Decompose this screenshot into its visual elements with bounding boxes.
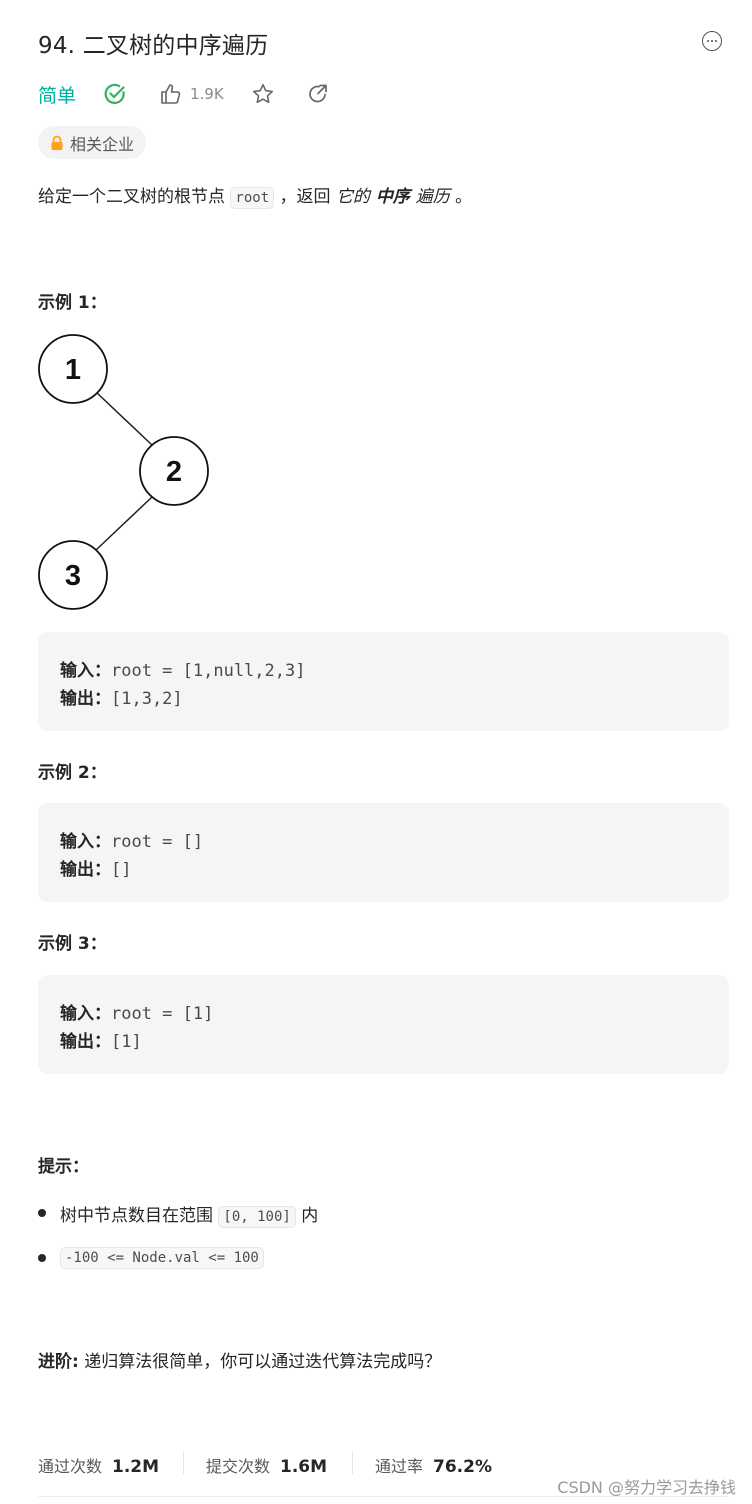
stat-divider [352,1452,353,1474]
share-icon [309,84,327,103]
star-button[interactable] [251,82,275,106]
like-count: 1.9K [190,85,224,103]
ellipsis-circle-icon[interactable] [702,31,722,51]
tree-node [38,334,108,404]
example-heading: 示例 1： [38,293,107,313]
watermark: CSDN @努力学习去挣钱 [557,1478,736,1497]
like-button[interactable] [159,82,183,106]
lock-icon [51,135,63,150]
tree-node [139,436,209,506]
tree-node [38,540,108,610]
divider [38,1496,729,1497]
page-title: 94. 二叉树的中序遍历 [38,33,269,59]
tree-node-label: 3 [65,560,81,592]
example-code-block: 输入：root = [] 输出：[] [38,803,729,902]
bullet-dot [38,1254,46,1262]
tree-edge [95,496,153,551]
bullet-dot [38,1209,46,1217]
binary-tree-diagram: 1 2 3 [38,334,209,610]
example-code-block: 输入：root = [1,null,2,3] 输出：[1,3,2] [38,632,729,731]
share-button[interactable] [306,82,330,106]
example-heading: 示例 2： [38,763,107,783]
tree-node-label: 1 [65,354,81,386]
example-heading: 示例 3： [38,934,107,954]
followup-text: 进阶: 递归算法很简单，你可以通过迭代算法完成吗？ [38,1352,442,1372]
stat-divider [183,1452,184,1474]
example-code-block: 输入：root = [1] 输出：[1] [38,975,729,1074]
check-circle-icon [103,82,127,106]
inline-code: root [230,187,275,209]
hints-heading: 提示： [38,1157,89,1177]
related-companies-tag[interactable]: 相关企业 [38,126,147,159]
hint-item: 树中节点数目在范围 [0, 100] 内 [60,1206,319,1228]
difficulty-badge: 简单 [38,85,77,107]
star-icon [253,84,273,104]
problem-description: 给定一个二叉树的根节点 root ，返回 它的 中序 遍历 。 [38,187,473,209]
tree-node-label: 2 [166,456,182,488]
thumbs-up-icon [161,84,181,104]
tag-label: 相关企业 [70,134,135,154]
hint-item: -100 <= Node.val <= 100 [60,1247,264,1269]
tree-edge [95,391,153,446]
